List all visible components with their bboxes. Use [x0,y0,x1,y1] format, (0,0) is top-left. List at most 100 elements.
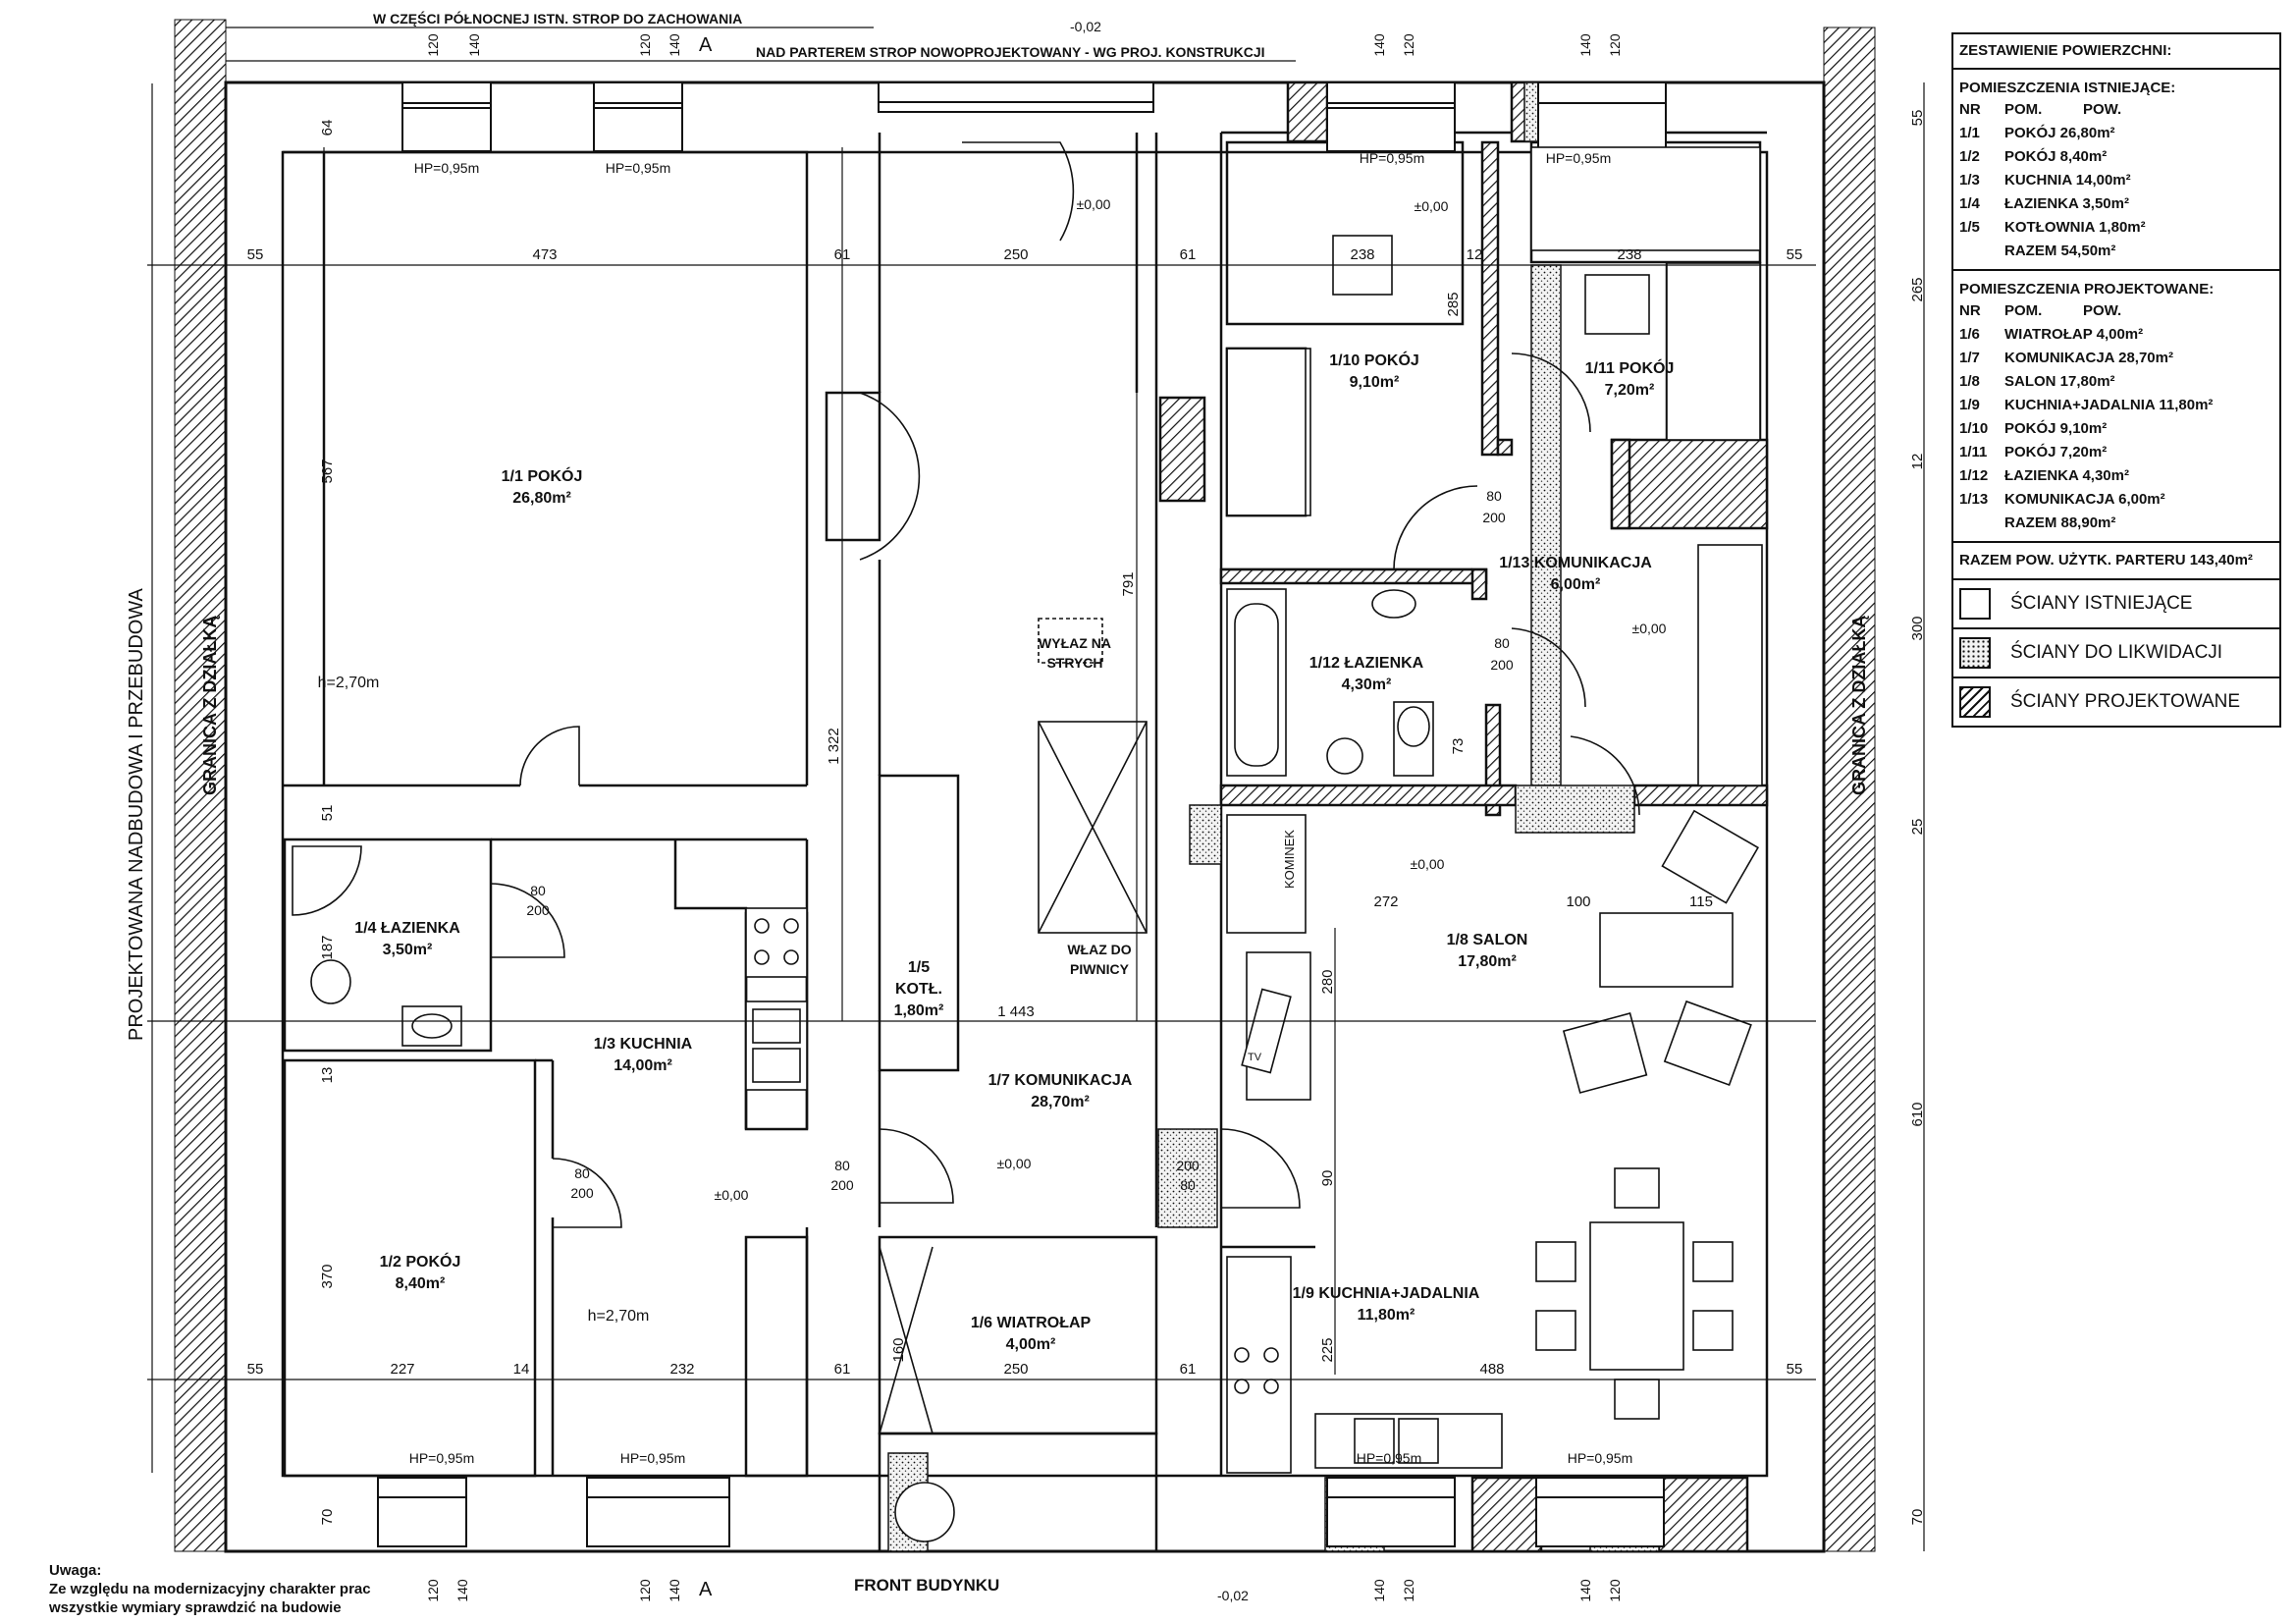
row-nr: 1/3 [1959,172,1980,189]
legend-existing: POMIESZCZENIA ISTNIEJĄCE: NR POM. POW. 1… [1951,70,2281,271]
room-area: 8,40m² [396,1275,446,1292]
note-top-1: W CZĘŚCI PÓŁNOCNEJ ISTN. STROP DO ZACHOW… [373,10,742,27]
dim: 140 [1371,1579,1387,1602]
furniture [292,146,1763,1542]
label-level: ±0,00 [1411,856,1445,872]
label-hp: HP=0,95m [1360,150,1425,166]
label-wlaz-2: PIWNICY [1070,961,1130,977]
dim: 120 [637,1579,653,1602]
dim: 187 [319,935,336,959]
legend-key-existing: ŚCIANY ISTNIEJĄCE [1951,580,2281,629]
row-text: KOTŁOWNIA 1,80m² [2004,219,2146,236]
row-text: ŁAZIENKA 4,30m² [2004,467,2129,484]
dim: 227 [390,1361,414,1378]
window-dims: 120 140 120 140 140 120 140 120 120 140 … [425,33,1623,1602]
dim: 12 [1909,454,1926,470]
legend-header-row: NR POM. POW. [1953,299,2279,323]
dim: 140 [1371,33,1387,57]
dim: 473 [532,246,557,263]
dim: 488 [1479,1361,1504,1378]
key-label: ŚCIANY PROJEKTOWANE [2010,691,2241,712]
dim: 120 [425,33,441,57]
label-level: ±0,00 [997,1156,1032,1171]
legend-total: RAZEM POW. UŻYTK. PARTERU 143,40m² [1951,543,2281,580]
dim: 265 [1909,277,1926,301]
row-text: KUCHNIA+JADALNIA 11,80m² [2004,397,2214,413]
room-name: 1/3 KUCHNIA [594,1036,693,1053]
dim: 225 [1319,1337,1336,1362]
dim: 285 [1445,292,1462,316]
row-text: SALON 17,80m² [2004,373,2115,390]
toilet-icon [310,959,351,1004]
row-text: WIATROŁAP 4,00m² [2004,326,2144,343]
dim: 200 [830,1177,854,1193]
row-nr: 1/2 [1959,148,1980,165]
note: Uwaga: Ze względu na modernizacyjny char… [49,1561,461,1617]
row-text: RAZEM 88,90m² [2004,514,2116,531]
label-hp: HP=0,95m [620,1450,686,1466]
dim: 120 [1607,1579,1623,1602]
level-top: -0,02 [1070,19,1101,34]
dim: 200 [570,1185,594,1201]
label-hp: HP=0,95m [606,160,671,176]
label-height-2: h=2,70m [588,1308,650,1325]
room-name: 1/9 KUCHNIA+JADALNIA [1293,1285,1480,1302]
legend-key-designed: ŚCIANY PROJEKTOWANE [1951,678,2281,728]
dim: 280 [1319,969,1336,994]
boundary-left-strip [174,19,227,1552]
dim: 61 [1180,246,1197,263]
windows [377,81,1667,1547]
legend-existing-title: POMIESZCZENIA ISTNIEJĄCE: [1959,80,2176,96]
room-name: KOTŁ. [895,981,942,998]
room-name: 1/7 KOMUNIKACJA [988,1072,1133,1089]
legend-row: RAZEM 54,50m² [1953,240,2279,263]
room-name: 1/8 SALON [1447,932,1528,948]
dim: 61 [834,246,851,263]
col-pom: POM. [2004,101,2043,118]
room-area: 3,50m² [383,942,433,958]
dim: 115 [1689,893,1713,910]
label-hp: HP=0,95m [1568,1450,1633,1466]
room-area: 4,30m² [1342,676,1392,693]
row-text: POKÓJ 7,20m² [2004,444,2108,460]
dim: 120 [1401,33,1416,57]
room-name: 1/2 POKÓJ [380,1252,461,1271]
label-hp: HP=0,95m [1357,1450,1422,1466]
label-height-1: h=2,70m [318,675,380,691]
dim: 232 [669,1361,694,1378]
legend-row: RAZEM 88,90m² [1953,512,2279,535]
row-text: POKÓJ 9,10m² [2004,420,2108,437]
dim: 61 [834,1361,851,1378]
dim: 64 [319,120,336,136]
shower-icon [292,845,362,916]
dim: 120 [1607,33,1623,57]
legend-header-row: NR POM. POW. [1953,98,2279,122]
col-nr: NR [1959,101,1981,118]
row-text: KOMUNIKACJA 28,70m² [2004,350,2173,366]
room-area: 17,80m² [1458,953,1517,970]
dim: 120 [637,33,653,57]
swatch-designed-icon [1959,686,1991,718]
dim: 200 [1176,1158,1200,1173]
note-line-1: Ze względu na modernizacyjny charakter p… [49,1581,371,1597]
dim: 200 [526,902,550,918]
dim: 55 [1787,1361,1803,1378]
room-name: 1/4 ŁAZIENKA [354,920,460,937]
dim: 80 [574,1165,590,1181]
dim: 61 [1180,1361,1197,1378]
dim: 140 [1577,33,1593,57]
dim: 272 [1373,893,1398,910]
label-level: ±0,00 [1077,196,1111,212]
row-nr: 1/1 [1959,125,1980,141]
room-name: 1/6 WIATROŁAP [971,1315,1092,1331]
room-area: 28,70m² [1031,1094,1090,1110]
dim: 25 [1909,819,1926,836]
dim: 160 [890,1337,907,1362]
